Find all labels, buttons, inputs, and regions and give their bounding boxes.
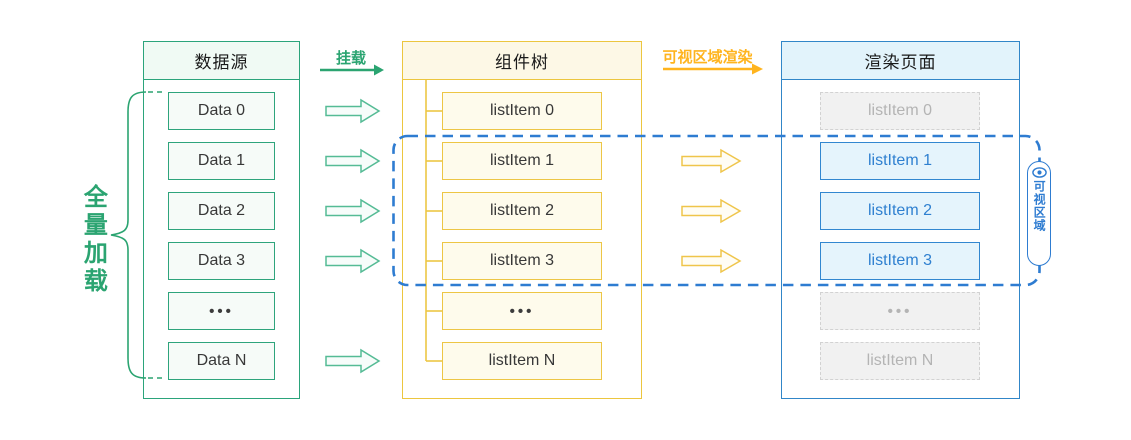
render-page-item-hidden: listItem 0: [820, 92, 980, 130]
data-source-item: Data 3: [168, 242, 275, 280]
render-flow-arrows: [681, 148, 742, 274]
component-tree-item: listItem 0: [442, 92, 602, 130]
component-tree-item: listItem 2: [442, 192, 602, 230]
data-source-title: 数据源: [144, 42, 299, 80]
data-source-item: Data N: [168, 342, 275, 380]
eye-icon: [1031, 167, 1047, 178]
data-source-ellipsis: •••: [168, 292, 275, 330]
visible-area-label: 可视区域: [1032, 180, 1047, 232]
mount-label: 挂载: [335, 50, 366, 67]
data-flow-arrows: [325, 98, 381, 374]
render-page-item-visible: listItem 1: [820, 142, 980, 180]
render-page-title: 渲染页面: [782, 42, 1019, 80]
render-page-ellipsis: •••: [820, 292, 980, 330]
component-tree-title: 组件树: [403, 42, 641, 80]
component-tree-item: listItem 1: [442, 142, 602, 180]
full-load-label: 全量加载: [79, 184, 107, 296]
data-source-item: Data 1: [168, 142, 275, 180]
data-source-item: Data 0: [168, 92, 275, 130]
render-page-item-visible: listItem 3: [820, 242, 980, 280]
component-tree-ellipsis: •••: [442, 292, 602, 330]
render-page-item-hidden: listItem N: [820, 342, 980, 380]
component-tree-item: listItem N: [442, 342, 602, 380]
viewport-render-label: 可视区域渲染: [662, 49, 753, 66]
data-source-item: Data 2: [168, 192, 275, 230]
visible-area-badge: 可视区域: [1027, 161, 1051, 266]
component-tree-item: listItem 3: [442, 242, 602, 280]
render-page-item-visible: listItem 2: [820, 192, 980, 230]
